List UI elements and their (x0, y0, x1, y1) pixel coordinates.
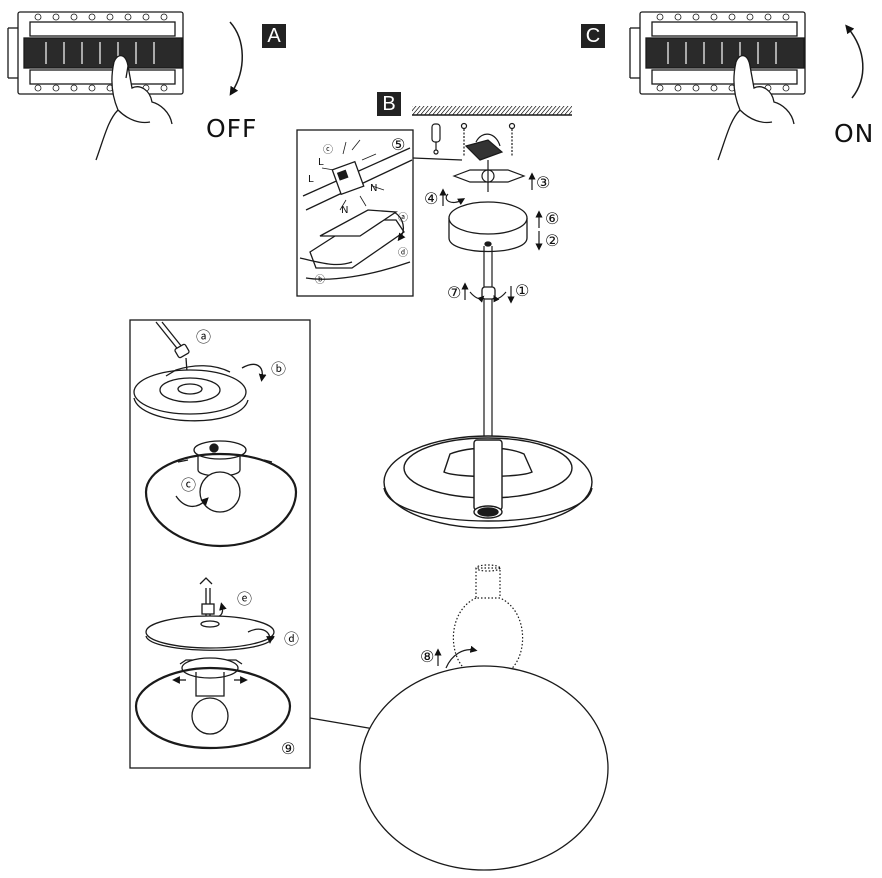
callout-7: ⑦ (447, 283, 462, 302)
hand-icon (717, 55, 795, 161)
breaker-panel-icon (7, 11, 184, 95)
detail-letter-b: ⓑ (271, 360, 287, 378)
detail-letter-e: ⓔ (237, 590, 253, 608)
screw-icon (460, 122, 516, 156)
breaker-panel-icon (629, 11, 806, 95)
light-bulb-icon (452, 564, 524, 681)
wiring-l-left: L (308, 174, 314, 185)
detail-letter-a: ⓐ (196, 328, 212, 346)
rotate-arrow-icon (229, 21, 243, 96)
callout-6: ⑥ (545, 209, 560, 228)
wiring-letter-d: ⓓ (398, 248, 408, 259)
wiring-n-right: N (370, 183, 378, 194)
callout-3: ③ (536, 173, 551, 192)
detail-letter-c: ⓒ (181, 476, 197, 494)
detail-letter-d: ⓓ (284, 630, 300, 648)
glass-diffuser (359, 665, 609, 871)
wiring-l-top: L (318, 157, 324, 168)
callout-9: ⑨ (281, 739, 296, 758)
shade-detail-box (129, 319, 381, 769)
canopy (448, 201, 528, 253)
screwdriver-icon (431, 123, 441, 155)
callout-2: ② (545, 231, 560, 250)
callout-1: ① (515, 281, 530, 300)
callout-5: ⑤ (391, 135, 406, 154)
hand-icon (95, 55, 173, 161)
wiring-n-bottom: N (341, 205, 349, 216)
step-c-label: C (581, 24, 605, 48)
wiring-letter-c: ⓒ (323, 145, 333, 156)
step-b-label: B (377, 92, 401, 116)
callout-4: ④ (424, 189, 439, 208)
lamp-shade-icon (383, 435, 593, 529)
wiring-letter-a: ⓐ (398, 213, 408, 224)
rotate-arrow-icon (845, 24, 864, 99)
step-a-label: A (262, 24, 286, 48)
on-text: ON (834, 119, 875, 148)
wiring-letter-b: ⓑ (315, 275, 325, 286)
off-text: OFF (206, 114, 258, 143)
terminal-block-icon (452, 133, 526, 192)
wiring-detail-box (296, 129, 463, 297)
ceiling (412, 106, 572, 115)
suspension-cable (483, 246, 493, 440)
callout-8: ⑧ (420, 647, 435, 666)
